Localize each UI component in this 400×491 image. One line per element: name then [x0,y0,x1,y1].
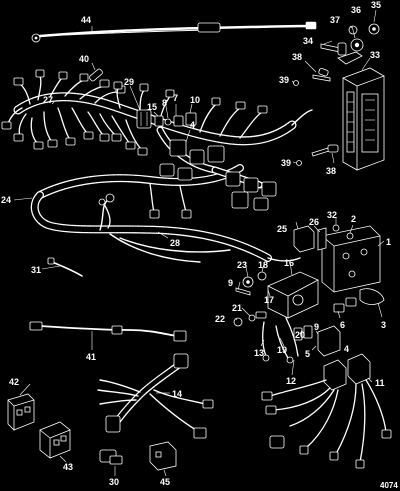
callout-37: 37 [330,15,340,25]
callout-35: 35 [371,0,381,10]
callout-36: 36 [351,5,361,15]
callout-12: 12 [286,376,296,386]
callout-1: 1 [386,237,391,247]
callout-26: 26 [309,217,319,227]
relay-bracket-group [233,218,385,376]
callout-9b: 9 [314,322,319,332]
callout-18: 18 [258,260,268,270]
part-41-jumper-harness [29,321,187,350]
callout-31: 31 [31,265,41,275]
callout-16: 16 [284,258,294,268]
callout-17: 17 [264,295,274,305]
part-11-relay-harness [261,353,392,469]
callout-33: 33 [370,50,380,60]
callout-20: 20 [295,330,305,340]
callout-39: 39 [279,75,289,85]
callout-15: 15 [147,102,157,112]
callout-19: 19 [277,345,287,355]
callout-4: 4 [190,120,195,130]
callout-39b: 39 [281,158,291,168]
callout-22: 22 [215,314,225,324]
callout-9: 9 [228,278,233,288]
callout-23: 23 [237,260,247,270]
callout-3: 3 [381,320,386,330]
callout-4b: 4 [344,344,349,354]
callout-42: 42 [9,377,19,387]
callout-44: 44 [81,15,91,25]
callout-2: 2 [351,214,356,224]
callout-30: 30 [109,477,119,487]
loose-connectors [7,383,177,477]
callout-6: 6 [340,320,345,330]
harness-leader-lines [13,85,193,239]
part-31-cable-tie [41,257,83,277]
harness-branch-connectors [1,69,277,229]
callout-32: 32 [327,210,337,220]
callout-38b: 38 [326,166,336,176]
callout-25: 25 [277,224,287,234]
part-44-battery-cable [31,21,317,43]
callout-43: 43 [63,462,73,472]
callout-24: 24 [1,195,11,205]
ecm-module-group [291,9,385,171]
callout-21: 21 [232,303,242,313]
callout-7: 7 [173,93,178,103]
callout-11: 11 [375,378,385,388]
part-40-fuse [89,62,103,82]
callout-45: 45 [160,477,170,487]
part-14-sub-harness [97,353,214,439]
callout-8: 8 [162,98,167,108]
figure-number: 4074 [380,481,398,490]
callout-labels: 44 40 29 27 15 8 7 10 4 24 28 31 41 14 4… [1,0,391,487]
callout-41: 41 [86,352,96,362]
callout-27: 27 [43,95,53,105]
callout-13: 13 [254,348,264,358]
callout-14: 14 [172,389,182,399]
callout-28: 28 [170,238,180,248]
callout-40: 40 [79,54,89,64]
callout-5: 5 [305,349,310,359]
callout-10: 10 [190,95,200,105]
callout-38: 38 [292,52,302,62]
callout-34: 34 [303,36,313,46]
callout-29: 29 [124,77,134,87]
